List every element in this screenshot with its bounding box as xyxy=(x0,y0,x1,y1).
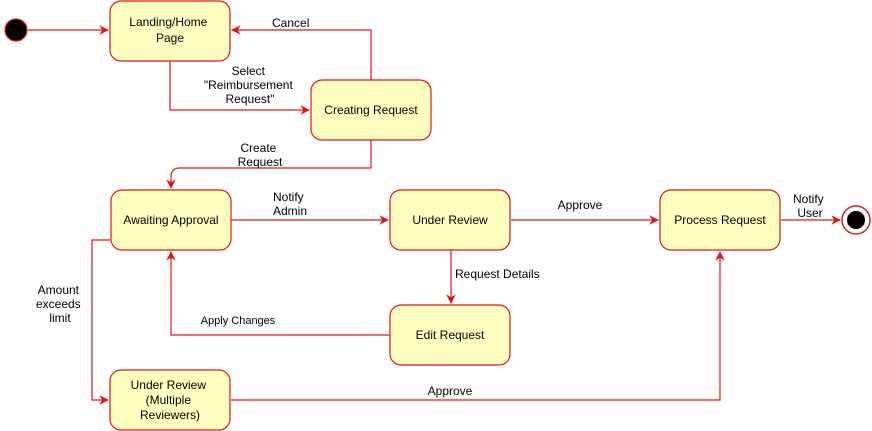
final-state xyxy=(841,205,871,235)
state-creating-request: Creating Request xyxy=(310,79,432,141)
edge-label-apply-changes: Apply Changes xyxy=(201,315,276,327)
edge-label-cancel: Cancel xyxy=(272,16,309,30)
svg-text:Under Review (Multiple: Under Review (Multiple Reviewers) xyxy=(131,378,210,422)
edge-label-approve-multi: Approve xyxy=(428,384,473,398)
initial-state xyxy=(4,18,28,42)
edge-notify-admin: Notify Admin xyxy=(231,190,389,225)
state-label-under-review: Under Review xyxy=(412,213,488,227)
edge-approve-multi: Approve xyxy=(231,251,725,401)
state-under-review: Under Review xyxy=(389,189,511,251)
edge-label-request-details: Request Details xyxy=(455,267,540,281)
edge-label-approve-main: Approve xyxy=(558,198,603,212)
state-edit-request: Edit Request xyxy=(389,304,511,366)
edge-select-request: Select "Reimbursement Request" xyxy=(169,61,310,115)
edge-label-notify-admin: Notify Admin xyxy=(273,190,307,218)
state-label-process: Process Request xyxy=(674,213,766,227)
edge-apply-changes: Apply Changes xyxy=(166,251,390,336)
edge-label-select: Select "Reimbursement Request" xyxy=(204,64,296,106)
edge-request-details: Request Details xyxy=(446,250,540,304)
state-awaiting-approval: Awaiting Approval xyxy=(110,189,232,251)
state-process-request: Process Request xyxy=(659,189,781,251)
edge-amount-exceeds: Amount exceeds limit xyxy=(36,239,110,405)
state-label-edit: Edit Request xyxy=(416,328,485,342)
state-landing-home-page: Landing/Home Page xyxy=(109,0,231,62)
edge-create-request: Create Request xyxy=(166,140,372,189)
state-label-awaiting: Awaiting Approval xyxy=(123,213,218,227)
edge-approve-main: Approve xyxy=(511,198,659,225)
state-label-creating: Creating Request xyxy=(324,103,418,117)
svg-text:Landing/Home Page: Landing/Home Page xyxy=(129,15,210,45)
edge-cancel: Cancel xyxy=(231,16,372,80)
edge-label-create: Create Request xyxy=(238,141,283,169)
state-under-review-multiple: Under Review (Multiple Reviewers) xyxy=(109,369,231,431)
edge-label-notify-user: Notify User xyxy=(793,192,827,220)
edge-notify-user: Notify User xyxy=(781,192,841,225)
edge-label-amount-exceeds: Amount exceeds limit xyxy=(36,283,84,325)
